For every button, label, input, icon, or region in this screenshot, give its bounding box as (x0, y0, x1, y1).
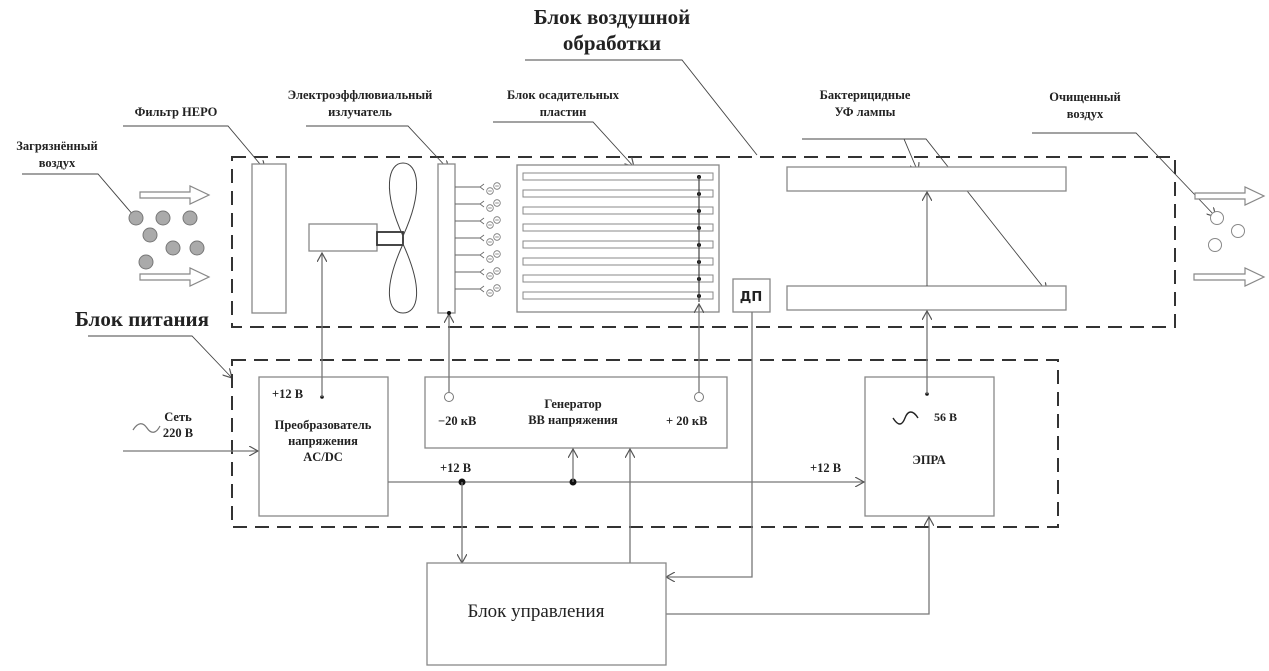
hv-pos-terminal (694, 392, 704, 402)
precipitation-plates (522, 172, 714, 300)
particle-icon (189, 240, 205, 256)
converter-label-line3: AC/DC (303, 450, 343, 464)
epra-ballast (864, 376, 995, 517)
needle-tip-icon (479, 217, 485, 225)
emitter-label-line2: излучатель (328, 105, 392, 119)
outflow-arrow-icon (1193, 267, 1266, 287)
fan-motor (308, 223, 378, 252)
precipitation-plate (522, 257, 714, 266)
clean-air-leader (1032, 132, 1216, 217)
power-block-leader (88, 335, 232, 378)
uv-lamp-bottom (786, 285, 1067, 311)
clean-air-particles (1208, 211, 1245, 252)
particle-icon (165, 240, 181, 256)
needle-tip-icon (479, 234, 485, 242)
hv-generator-label-line1: Генератор (544, 397, 601, 411)
air-processing-block (231, 156, 1176, 328)
fan-shaft (376, 231, 404, 246)
inflow-arrow-icon (139, 267, 211, 287)
precipitation-plate (522, 291, 714, 300)
sensor-to-control-wire (666, 312, 753, 577)
particle-icon (1210, 211, 1224, 225)
air-block-leader (525, 59, 758, 156)
epra-voltage-label: 56 В (934, 410, 957, 424)
fan-blade-icon (389, 162, 417, 238)
dirty-air-particles (128, 210, 205, 270)
air-block-title-line1: Блок воздушной (534, 5, 691, 29)
control-unit-label: Блок управления (468, 601, 605, 622)
control-unit (426, 562, 667, 666)
uv-lamp-top (786, 166, 1067, 192)
dp-sensor-label: ДП (740, 290, 762, 305)
uv-leader-bottom (904, 138, 1047, 292)
uv-label-line2: УФ лампы (835, 105, 896, 119)
acdc-converter (258, 376, 389, 517)
particle-icon (1231, 224, 1245, 238)
plates-leader (493, 121, 634, 167)
converter-label-line1: Преобразователь (275, 418, 372, 432)
hv-generator-label-line2: ВВ напряжения (528, 413, 618, 427)
precipitation-plate (522, 240, 714, 249)
precipitation-plate (522, 189, 714, 198)
plates-label-line2: пластин (540, 105, 587, 119)
dirty-air-label-line1: Загрязнённый (16, 139, 97, 153)
needle-tip-icon (479, 200, 485, 208)
hv-pos-label: + 20 кВ (666, 414, 707, 428)
emitter-leader (306, 125, 449, 170)
bus-label-right: +12 В (810, 461, 841, 475)
epra-label: ЭПРА (912, 453, 945, 467)
fan-blade-icon (389, 242, 417, 314)
particle-icon (1208, 238, 1222, 252)
needle-tip-icon (479, 268, 485, 276)
dp-sensor (732, 278, 771, 313)
precipitation-plate-block (516, 164, 720, 313)
plates-label-line1: Блок осадительных (507, 88, 620, 102)
dirty-air-label-line2: воздух (39, 156, 76, 170)
sine-wave-icon (892, 411, 919, 425)
uv-label-line1: Бактерицидные (820, 88, 911, 102)
particle-icon (155, 210, 171, 226)
dirty-air-leader (22, 173, 135, 217)
hepa-filter-label: Фильтр НЕРО (135, 105, 218, 119)
needle-tip-icon (479, 251, 485, 259)
hv-generator (424, 376, 728, 449)
inflow-arrow-icon (139, 185, 211, 205)
hv-neg-label: −20 кВ (438, 414, 476, 428)
outflow-arrow-icon (1194, 186, 1266, 206)
precipitation-plate (522, 223, 714, 232)
electroeffluvial-emitter (437, 163, 456, 314)
hepa-filter (251, 163, 287, 314)
needle-tip-icon (479, 183, 485, 191)
emitter-needles (455, 182, 501, 297)
hepa-filter-leader (123, 125, 265, 170)
emitter-label-line1: Электроэффлювиальный (288, 88, 433, 102)
bus-label-left: +12 В (440, 461, 471, 475)
clean-air-label-line2: воздух (1067, 107, 1104, 121)
particle-icon (182, 210, 198, 226)
precipitation-plate (522, 206, 714, 215)
precipitation-plate (522, 274, 714, 283)
ac-wave-icon (132, 423, 161, 433)
particle-icon (128, 210, 144, 226)
power-supply-block (231, 359, 1059, 528)
converter-output-label: +12 В (272, 387, 303, 401)
particle-icon (138, 254, 154, 270)
needle-tip-icon (479, 285, 485, 293)
mains-label-line2: 220 В (163, 426, 193, 440)
particle-icon (142, 227, 158, 243)
air-block-title-line2: обработки (563, 31, 661, 55)
precipitation-plate (522, 172, 714, 181)
hv-neg-terminal (444, 392, 454, 402)
mains-label-line1: Сеть (164, 410, 192, 424)
power-block-title: Блок питания (75, 307, 209, 331)
control-to-epra-wire (666, 517, 929, 615)
emitter-terminal (447, 311, 451, 315)
converter-label-line2: напряжения (288, 434, 358, 448)
clean-air-label-line1: Очищенный (1049, 90, 1120, 104)
